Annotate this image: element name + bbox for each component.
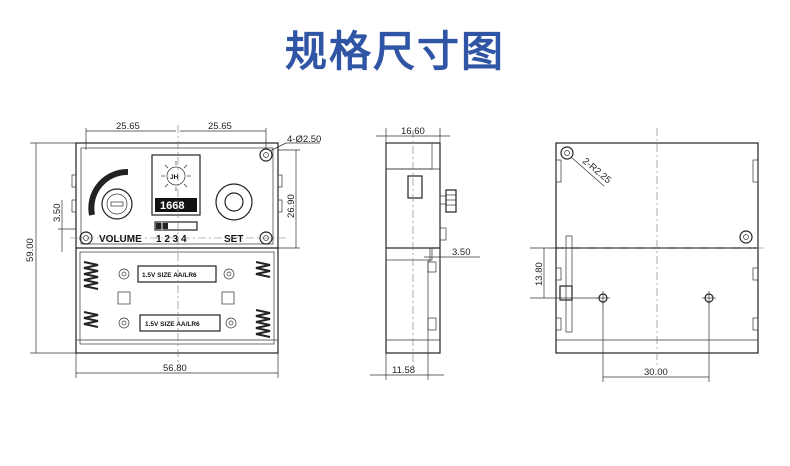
label-set: SET [224, 234, 243, 245]
back-view: 2-R2.25 13.80 30.00 [530, 128, 766, 382]
battery-bottom: 1.5V SIZE AA/LR6 [118, 314, 237, 332]
spring-icon [255, 261, 271, 278]
dim-top-left: 25.65 [116, 121, 140, 132]
battery-compartment [79, 251, 275, 345]
spring-icon [255, 309, 271, 338]
dim-bottom: 56.80 [163, 363, 187, 374]
side-dim-right: 3.50 [452, 247, 471, 258]
page-title: 规格尺寸图 [284, 27, 505, 76]
volume-knob-icon [88, 168, 133, 220]
dim-height: 59.00 [25, 238, 36, 262]
set-button-icon [215, 183, 253, 221]
label-volume: VOLUME [99, 234, 142, 245]
svg-text:1.5V SIZE AA/LR6: 1.5V SIZE AA/LR6 [142, 272, 197, 279]
dim-top-right: 25.65 [208, 121, 232, 132]
front-top-panel [80, 147, 274, 245]
svg-text:1.5V SIZE AA/LR6: 1.5V SIZE AA/LR6 [145, 321, 200, 328]
back-dim-bottom: 30.00 [644, 367, 668, 378]
back-dim-left: 13.80 [534, 262, 545, 286]
back-dim-radius: 2-R2.25 [580, 156, 613, 186]
side-view: 16.60 3.50 11.58 [370, 126, 480, 380]
model-number: 1668 [160, 200, 184, 212]
mounting-hole-icon [560, 146, 574, 160]
spring-icon [83, 311, 99, 328]
battery-top: 1.5V SIZE AA/LR6 [117, 265, 235, 305]
side-knob-icon [445, 189, 457, 213]
svg-text:JH: JH [170, 174, 179, 181]
dip-switch [154, 221, 198, 231]
dim-hole: 4-Ø2.50 [287, 134, 321, 145]
dim-right-height: 26.90 [286, 194, 297, 218]
side-dim-top: 16.60 [401, 126, 425, 137]
spring-icon [83, 261, 99, 290]
switch-numbers: 1 2 3 4 [156, 234, 187, 245]
mounting-hole-icon [739, 230, 753, 244]
mounting-hole-icon [259, 148, 273, 162]
dim-left-small: 3.50 [52, 204, 63, 223]
side-dim-bottom: 11.58 [392, 365, 415, 376]
brand-logo-icon: JH 1668 [151, 154, 201, 216]
front-view: VOLUME JH 1668 1 2 3 4 [25, 121, 321, 378]
